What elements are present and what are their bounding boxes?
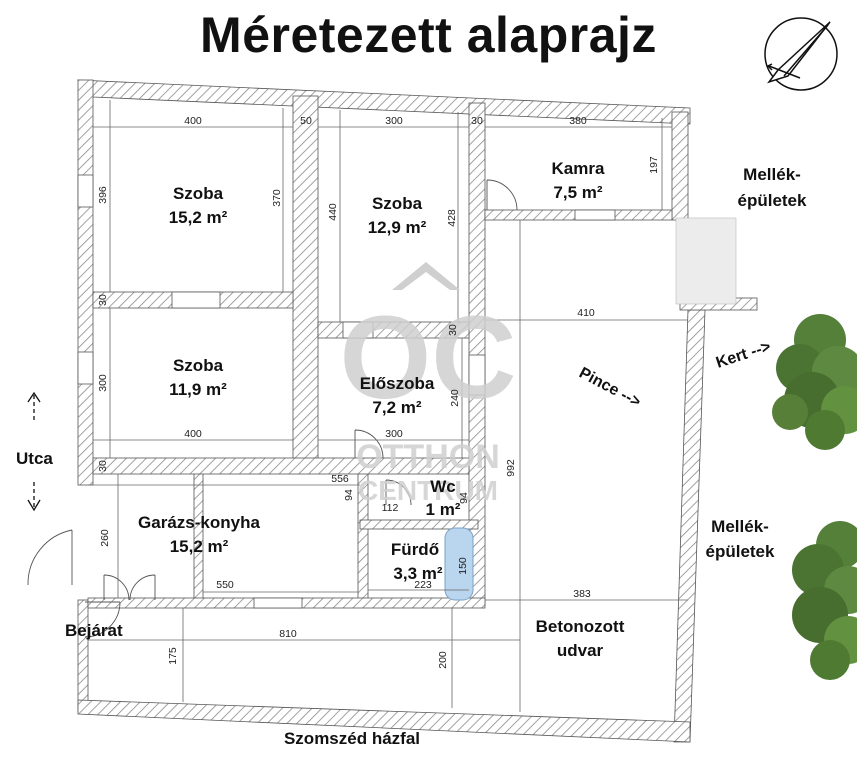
dimension-labels: 400 50 300 30 380 197 396 370 440 428 30…	[97, 115, 660, 669]
label-mellek2-line1: Mellék-	[711, 517, 769, 536]
dim-label: 396	[97, 186, 109, 204]
dim-label: 300	[385, 428, 403, 440]
tree-icon	[792, 521, 857, 680]
room-1-name: Szoba	[173, 184, 224, 203]
room-labels: Szoba 15,2 m² Szoba 12,9 m² Kamra 7,5 m²…	[138, 159, 605, 583]
dim-label: 197	[648, 156, 660, 174]
room-5-name: Előszoba	[360, 374, 435, 393]
room-3-name: Kamra	[552, 159, 605, 178]
room-4-name: Szoba	[173, 356, 224, 375]
outer-wall-bottom	[77, 699, 691, 743]
outer-wall-left-lower	[77, 599, 89, 713]
dim-label: 300	[385, 115, 403, 127]
room-7-name: Wc	[430, 477, 456, 496]
label-bejarat: Bejárat	[65, 621, 123, 640]
room-8-name: Fürdő	[391, 540, 439, 559]
dim-label: 112	[382, 502, 399, 514]
dim-label: 30	[97, 460, 109, 472]
dim-label: 400	[184, 115, 202, 127]
dim-label: 150	[457, 557, 469, 575]
dim-label: 370	[271, 189, 283, 207]
tree-icon	[772, 314, 857, 450]
compass-north-arrow-icon	[764, 17, 838, 91]
door-konyha	[103, 574, 156, 601]
outer-wall-left	[77, 79, 94, 486]
dim-label: 992	[505, 459, 517, 477]
dim-label: 400	[184, 428, 202, 440]
room-4-area: 11,9 m²	[169, 380, 227, 399]
street-arrows	[27, 391, 41, 512]
dim-label: 240	[449, 389, 461, 407]
watermark: OC OTTHON CENTRUM	[340, 262, 517, 506]
room-6-area: 15,2 m²	[170, 537, 229, 556]
room-2-name: Szoba	[372, 194, 423, 213]
dim-label: 440	[327, 203, 339, 221]
dim-label: 94	[458, 492, 470, 504]
room-3-area: 7,5 m²	[553, 183, 602, 202]
label-kert: Kert -->	[714, 338, 773, 372]
watermark-logo: OC	[340, 292, 517, 424]
doors	[27, 179, 518, 638]
wall-v1	[292, 95, 319, 467]
dim-label: 200	[437, 651, 449, 669]
dim-label: 410	[577, 307, 595, 319]
outer-wall-top	[77, 79, 691, 125]
wall-h4	[92, 457, 470, 475]
dim-label: 30	[471, 115, 483, 127]
dimension-lines	[88, 100, 688, 712]
windows	[77, 174, 616, 609]
outbuilding-block	[675, 217, 737, 305]
door-wc	[385, 479, 412, 506]
wall-h6	[359, 519, 479, 530]
outer-wall-right-upper	[671, 111, 689, 221]
room-8-area: 3,3 m²	[393, 564, 442, 583]
label-udvar-line1: Betonozott	[536, 617, 625, 636]
room-7-area: 1 m²	[426, 500, 461, 519]
dim-label: 550	[216, 579, 234, 591]
door-eloszoba	[354, 429, 384, 459]
dim-label: 383	[573, 588, 591, 600]
label-pince: Pince -->	[576, 365, 643, 412]
watermark-line2: CENTRUM	[358, 475, 498, 506]
dim-label: 223	[414, 579, 432, 591]
dim-label: 30	[97, 294, 109, 306]
door-garage	[27, 529, 73, 586]
dim-label: 810	[279, 628, 297, 640]
dim-label: 428	[446, 209, 458, 227]
bathtub	[444, 527, 474, 601]
room-2-area: 12,9 m²	[368, 218, 427, 237]
watermark-line1: OTTHON	[356, 438, 500, 476]
outer-wall-right-lower	[673, 309, 706, 743]
room-1-area: 15,2 m²	[169, 208, 228, 227]
dim-label: 300	[97, 374, 109, 392]
dim-label: 380	[569, 115, 587, 127]
door-bejarat	[84, 601, 121, 638]
dim-label: 50	[300, 115, 312, 127]
label-mellek1-line2: épületek	[738, 191, 808, 210]
dim-label: 30	[447, 324, 459, 336]
page-title: Méretezett alaprajz	[200, 7, 657, 63]
label-mellek2-line2: épületek	[706, 542, 776, 561]
label-utca: Utca	[16, 449, 53, 468]
room-6-name: Garázs-konyha	[138, 513, 260, 532]
room-5-area: 7,2 m²	[372, 398, 421, 417]
dim-label: 260	[99, 529, 111, 547]
dim-label: 556	[331, 473, 349, 485]
dim-label: 94	[343, 489, 355, 501]
label-mellek1-line1: Mellék-	[743, 165, 801, 184]
door-kamra	[486, 179, 518, 211]
label-udvar-line2: udvar	[557, 641, 604, 660]
watermark-roof-icon	[392, 262, 460, 290]
label-szomszed: Szomszéd házfal	[284, 729, 420, 748]
dim-label: 175	[167, 647, 179, 665]
